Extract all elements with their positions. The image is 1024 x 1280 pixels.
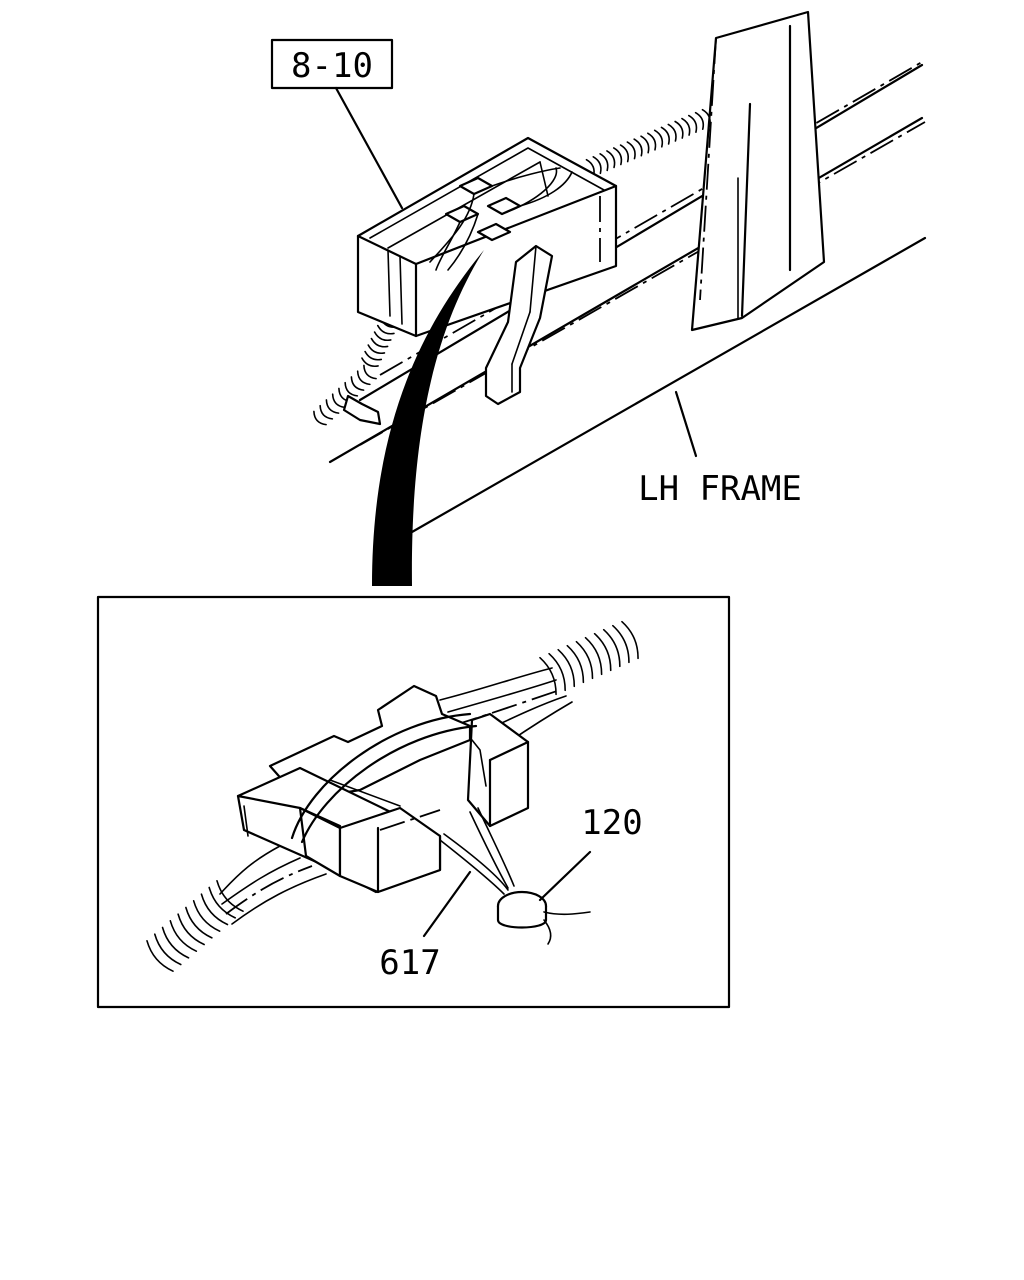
part-617-callout: 617 <box>379 870 472 983</box>
tube-ring <box>153 933 182 966</box>
tube-ring <box>356 370 371 386</box>
tube-ring <box>681 117 691 136</box>
ref-label: 8-10 <box>291 46 373 86</box>
tube-ring <box>192 900 221 932</box>
corrugated-tube-right <box>585 108 711 178</box>
tube-ring <box>319 404 334 420</box>
tube-ring <box>667 123 677 142</box>
tube-ring <box>370 337 389 348</box>
tube-ring <box>599 153 609 172</box>
tube-ring <box>539 656 557 696</box>
tube-ring <box>361 357 379 368</box>
tube-ring <box>185 906 213 939</box>
detail-wires <box>219 667 573 925</box>
tube-ring <box>177 913 205 946</box>
detail-tube-right <box>539 620 639 696</box>
part-120-label: 120 <box>581 803 642 843</box>
tube-ring <box>584 636 603 676</box>
tube-ring <box>619 144 630 163</box>
tube-ring <box>200 893 229 926</box>
tube-ring <box>640 135 650 154</box>
tube-ring <box>575 640 594 680</box>
tube-ring <box>364 350 383 361</box>
tube-ring <box>612 147 623 166</box>
tube-ring <box>350 376 365 391</box>
tube-ring <box>363 364 377 380</box>
tube-ring <box>612 624 630 664</box>
detail-connector <box>236 684 530 894</box>
frame-callout: LH FRAME <box>638 390 802 509</box>
tube-ring <box>216 880 244 912</box>
frame-label: LH FRAME <box>638 469 802 509</box>
detail-frame <box>96 595 731 1009</box>
tube-ring <box>701 108 711 128</box>
tube-ring <box>169 920 198 952</box>
tube-ring <box>694 111 705 131</box>
ground-terminal-120: 120 <box>439 803 643 945</box>
tube-ring <box>557 648 576 688</box>
lh-frame-rails <box>328 61 927 534</box>
detail-tube-left <box>146 880 244 972</box>
part-617-label: 617 <box>379 943 440 983</box>
corrugated-tube-lower <box>313 364 377 426</box>
tube-ring <box>687 114 698 133</box>
tube-ring <box>660 126 670 145</box>
tube-ring <box>647 132 657 151</box>
tube-ring <box>161 926 190 959</box>
tube-ring <box>626 141 636 160</box>
mounting-clip <box>342 394 382 426</box>
tube-ring <box>325 399 340 414</box>
tube-ring <box>592 155 602 175</box>
tube-ring <box>367 344 386 355</box>
tube-ring <box>566 644 585 684</box>
tube-ring <box>331 393 346 409</box>
tube-ring <box>208 886 237 919</box>
junction-box <box>356 136 618 338</box>
tube-ring <box>633 138 643 157</box>
tube-ring <box>548 652 566 692</box>
tube-ring <box>606 150 616 169</box>
tube-ring <box>593 632 612 672</box>
tube-ring <box>602 628 621 668</box>
crossmember <box>690 10 826 332</box>
detail-pointer <box>372 250 484 586</box>
tube-ring <box>344 381 359 397</box>
tube-ring <box>146 940 174 972</box>
z-bracket <box>484 244 554 406</box>
tube-ring <box>621 620 639 660</box>
tube-ring <box>313 410 327 426</box>
tube-ring <box>376 324 395 335</box>
tube-ring <box>653 129 664 148</box>
tube-ring <box>674 120 684 139</box>
tube-ring <box>373 331 392 342</box>
ref-callout-8-10: 8-10 <box>270 38 404 210</box>
